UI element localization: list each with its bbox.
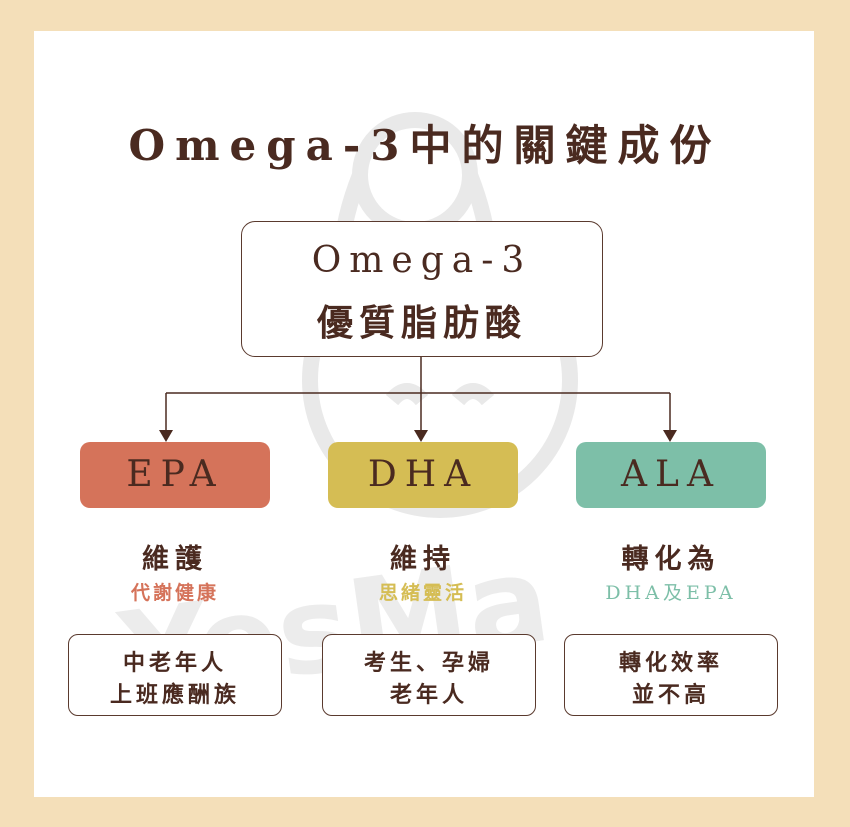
arrow-down-icon <box>414 430 428 442</box>
epa-target-box: 中老年人 上班應酬族 <box>68 634 282 716</box>
page-title: Omega-3中的關鍵成份 <box>128 121 722 170</box>
dha-node: DHA <box>328 442 518 508</box>
ala-target-line2: 並不高 <box>631 683 710 708</box>
dha-heading: 維持 <box>390 544 456 575</box>
dha-subheading: 思緒靈活 <box>378 582 467 604</box>
ala-heading: 轉化為 <box>621 544 721 575</box>
ala-node: ALA <box>576 442 766 508</box>
arrow-down-icon <box>159 430 173 442</box>
dha-target-line2: 老年人 <box>389 683 468 708</box>
dha-target-box: 考生、孕婦 老年人 <box>322 634 536 716</box>
arrow-down-icon <box>663 430 677 442</box>
epa-target-line1: 中老年人 <box>122 651 227 676</box>
ala-target-line1: 轉化效率 <box>618 651 723 676</box>
root-node: Omega-3 優質脂肪酸 <box>241 221 603 357</box>
root-node-subtitle: 優質脂肪酸 <box>316 302 527 344</box>
epa-subheading: 代謝健康 <box>130 582 219 604</box>
epa-heading: 維護 <box>142 544 208 575</box>
epa-target-line2: 上班應酬族 <box>109 683 240 708</box>
epa-node: EPA <box>80 442 270 508</box>
dha-target-line1: 考生、孕婦 <box>363 651 494 676</box>
ala-subheading: DHA及EPA <box>605 582 737 604</box>
root-node-title: Omega-3 <box>311 240 533 281</box>
ala-target-box: 轉化效率 並不高 <box>564 634 778 716</box>
